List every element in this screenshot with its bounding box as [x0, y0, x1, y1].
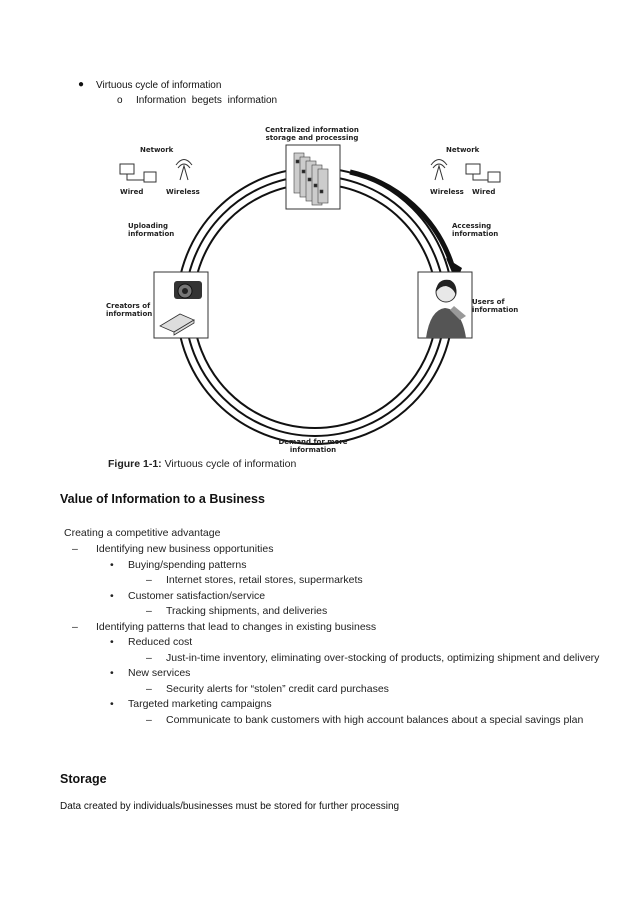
outline-marker: –: [146, 605, 152, 617]
wired-right-label: Wired: [472, 188, 496, 196]
server-icon: [293, 152, 329, 206]
sub-bullet-marker: o: [117, 95, 123, 106]
intro-bullet: Virtuous cycle of information: [96, 80, 222, 91]
outline-item: New services: [128, 667, 191, 679]
value-heading: Value of Information to a Business: [60, 492, 265, 506]
outline-marker: –: [72, 543, 78, 555]
person-icon: [426, 279, 466, 338]
inner-ring: [192, 183, 438, 429]
outline-item: Security alerts for “stolen” credit card…: [166, 683, 389, 695]
outline-item: Identifying patterns that lead to change…: [96, 621, 377, 633]
caption-text: Virtuous cycle of information: [161, 458, 297, 470]
outline-marker: –: [146, 714, 152, 726]
uploading-label: Uploading information: [128, 222, 175, 238]
network-right-label: Network: [446, 146, 480, 154]
caption-number: Figure 1-1:: [108, 458, 162, 470]
outline-marker: •: [110, 667, 114, 679]
outline-item: Buying/spending patterns: [128, 559, 247, 571]
storage-heading: Storage: [60, 772, 107, 786]
outline-marker: –: [146, 683, 152, 695]
network-left-label: Network: [140, 146, 174, 154]
outline-item: Internet stores, retail stores, supermar…: [166, 574, 363, 586]
outline-item: Identifying new business opportunities: [96, 543, 274, 555]
figure-caption: Figure 1-1: Virtuous cycle of informatio…: [108, 458, 296, 470]
wireless-left-label: Wireless: [166, 188, 200, 196]
outline-item: Tracking shipments, and deliveries: [166, 605, 328, 617]
wireless-icon-left: [175, 159, 193, 181]
bullet-dot: ●: [78, 79, 85, 90]
virtuous-cycle-diagram: Centralized information storage and proc…: [100, 120, 530, 476]
outline-marker: –: [72, 621, 78, 633]
outline-item: Creating a competitive advantage: [64, 527, 221, 539]
outline-marker: –: [146, 574, 152, 586]
outline-item: Just-in-time inventory, eliminating over…: [166, 652, 600, 664]
wired-icon-left: [119, 163, 157, 183]
middle-ring: [184, 175, 446, 437]
wired-icon-right: [465, 163, 501, 183]
camera-icon: [174, 281, 202, 299]
wired-left-label: Wired: [120, 188, 144, 196]
outline-item: Customer satisfaction/service: [128, 590, 266, 602]
wireless-right-label: Wireless: [430, 188, 464, 196]
outline-item: Communicate to bank customers with high …: [166, 714, 584, 726]
cycle-svg: [119, 144, 501, 445]
outline-marker: •: [110, 559, 114, 571]
wireless-icon-right: [430, 159, 448, 181]
demand-label: Demand for more information: [278, 438, 348, 454]
outline-item: Targeted marketing campaigns: [128, 698, 272, 710]
outline-marker: •: [110, 698, 114, 710]
center-storage-label: Centralized information storage and proc…: [265, 126, 359, 142]
outline-item: Reduced cost: [128, 636, 193, 648]
arc-arrow: [349, 169, 455, 266]
outline-marker: •: [110, 590, 114, 602]
outline-marker: •: [110, 636, 114, 648]
outline-marker: –: [146, 652, 152, 664]
intro-sub-bullet: Information begets information: [136, 95, 278, 106]
accessing-label: Accessing information: [452, 222, 499, 238]
users-label: Users of information: [472, 298, 519, 314]
storage-paragraph: Data created by individuals/businesses m…: [60, 801, 400, 812]
laptop-icon: [159, 313, 195, 336]
creators-label: Creators of information: [106, 302, 153, 318]
